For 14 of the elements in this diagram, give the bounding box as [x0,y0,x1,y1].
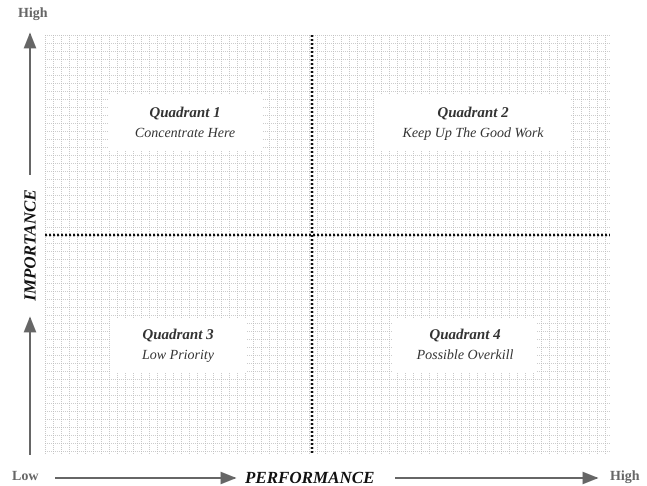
quadrant-description: Possible Overkill [416,348,514,364]
quadrant-title: Quadrant 2 [437,104,509,122]
quadrant-title: Quadrant 4 [429,326,501,344]
quadrant-description: Concentrate Here [134,126,236,142]
quadrant-title: Quadrant 1 [149,104,221,122]
axis-title: IMPORTANCE [20,189,40,301]
axis-title: PERFORMANCE [245,468,374,486]
axis-end-label: Low [12,469,38,485]
quadrant-description: Keep Up The Good Work [402,126,544,142]
quadrant-box [375,95,571,151]
quadrant-description: Low Priority [142,348,214,364]
axis-end-label: High [610,469,640,485]
axis-end-label: High [18,6,48,22]
quadrant-title: Quadrant 3 [142,326,214,344]
